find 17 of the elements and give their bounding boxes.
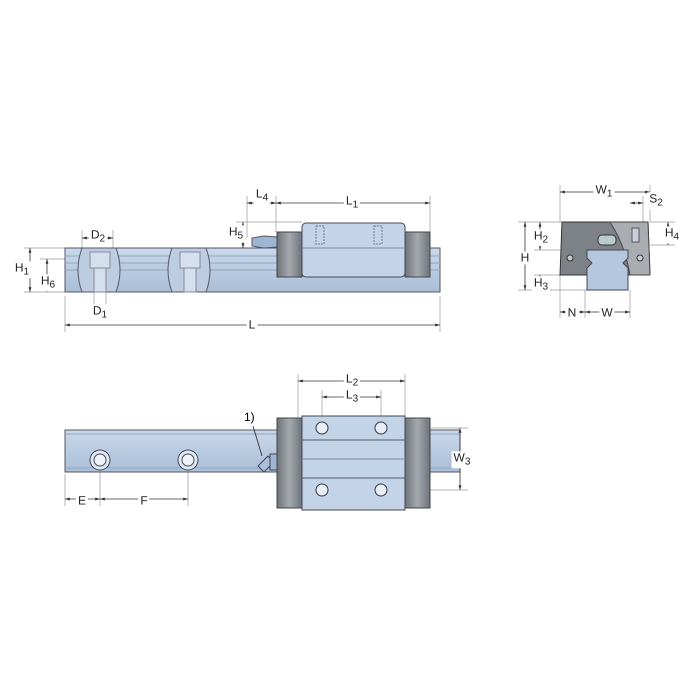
dimension-label: H$_{1}$ (12, 261, 32, 279)
dimension-label: H$_{2}$ (532, 229, 550, 247)
dimension-label: F (138, 494, 150, 508)
grease-nipple-icon (257, 454, 278, 473)
dimension-label: H$_{5}$ (226, 225, 246, 243)
dimension-label: H$_{4}$ (662, 226, 682, 244)
dimension-label: H (518, 252, 532, 264)
dimension-label: H$_{6}$ (38, 274, 58, 292)
callout-number: 1) (244, 410, 255, 424)
dimension-label: L (246, 318, 258, 332)
leader-line (252, 426, 262, 456)
dimension-label: E (76, 494, 88, 508)
dimension-label: L$_{4}$ (254, 187, 270, 205)
dimension-label: W$_{3}$ (452, 451, 472, 469)
dimension-label: S$_{2}$ (647, 192, 665, 210)
dimension-label: N (566, 306, 578, 320)
dimension-label: W (599, 306, 615, 320)
